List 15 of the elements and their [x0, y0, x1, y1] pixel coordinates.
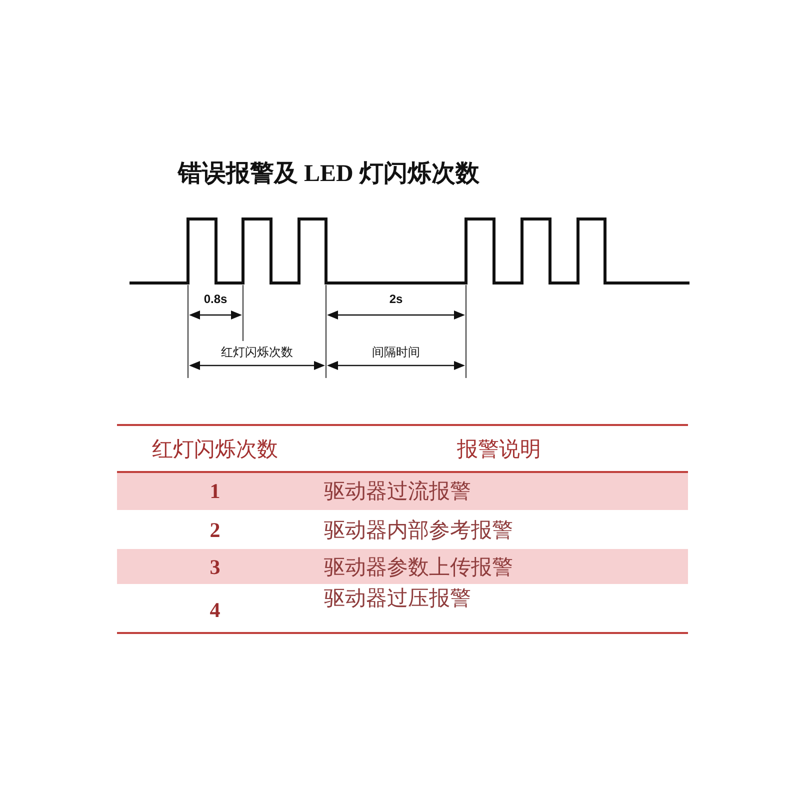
- blink-count: 1: [210, 478, 220, 504]
- column-header: 报警说明: [457, 436, 541, 462]
- blink-count: 3: [210, 554, 220, 579]
- dimension-label: 间隔时间: [372, 346, 420, 360]
- blink-count: 2: [210, 517, 220, 542]
- dimension-label: 2s: [389, 293, 403, 307]
- column-header: 红灯闪烁次数: [152, 436, 278, 462]
- alarm-description: 驱动器参数上传报警: [324, 554, 513, 579]
- blink-count: 4: [210, 598, 220, 622]
- diagram-title: 错误报警及 LED 灯闪烁次数: [178, 161, 480, 189]
- alarm-description: 驱动器过流报警: [324, 478, 471, 504]
- dimension-label: 红灯闪烁次数: [221, 346, 293, 360]
- alarm-description: 驱动器过压报警: [324, 586, 471, 610]
- alarm-description: 驱动器内部参考报警: [324, 517, 513, 542]
- dimension-label: 0.8s: [204, 293, 228, 307]
